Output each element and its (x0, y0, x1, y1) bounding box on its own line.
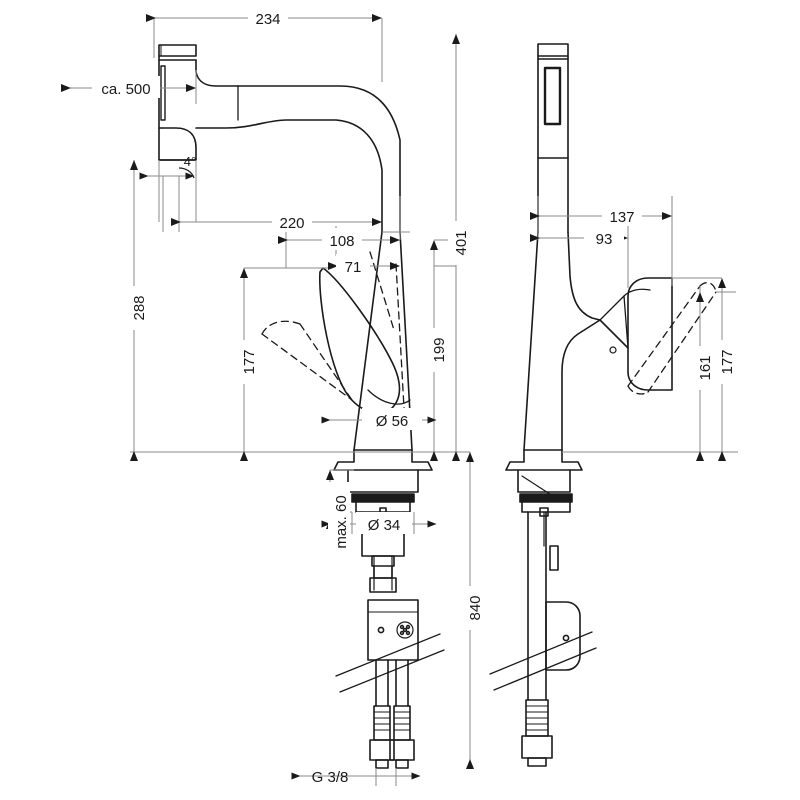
side-spray-head (537, 43, 569, 233)
dim-side-body-reach: 93 (596, 231, 613, 248)
side-dimension-lines (530, 212, 726, 461)
dim-spout-reach: 220 (279, 215, 304, 232)
dim-max-deck-thickness: max. 60 (333, 495, 350, 548)
dim-side-handle-reach: 137 (609, 209, 634, 226)
dim-reach-108: 108 (329, 233, 354, 250)
dim-body-height: 199 (431, 337, 448, 362)
label-bg (248, 6, 288, 28)
dim-hose-pullout: ca. 500 (101, 81, 150, 98)
side-mounting-base (505, 449, 583, 499)
dim-thread: G 3/8 (312, 769, 349, 786)
dim-total-height: 401 (453, 230, 470, 255)
front-mounting-base (333, 449, 433, 493)
dim-overall-reach-top: 234 (255, 11, 280, 28)
dim-spout-height: 288 (131, 295, 148, 320)
dim-spray-tilt-angle: 4° (184, 154, 196, 169)
front-spout-arm (195, 85, 401, 233)
side-faucet-body (523, 231, 717, 451)
dim-body-diameter: Ø 56 (376, 413, 409, 430)
dim-shank-diameter: Ø 34 (368, 517, 401, 534)
dim-reach-71: 71 (345, 259, 362, 276)
dim-total-length: 840 (467, 595, 484, 620)
dim-handle-height: 177 (241, 349, 258, 374)
front-spray-head (158, 44, 239, 161)
front-dimension-lines-small (291, 416, 437, 780)
front-dimension-lines (61, 14, 474, 769)
side-shank-assembly (489, 493, 597, 767)
dim-side-handle-height: 177 (719, 349, 736, 374)
front-shank-assembly (335, 493, 445, 769)
dim-side-handle-height-open: 161 (697, 355, 714, 380)
